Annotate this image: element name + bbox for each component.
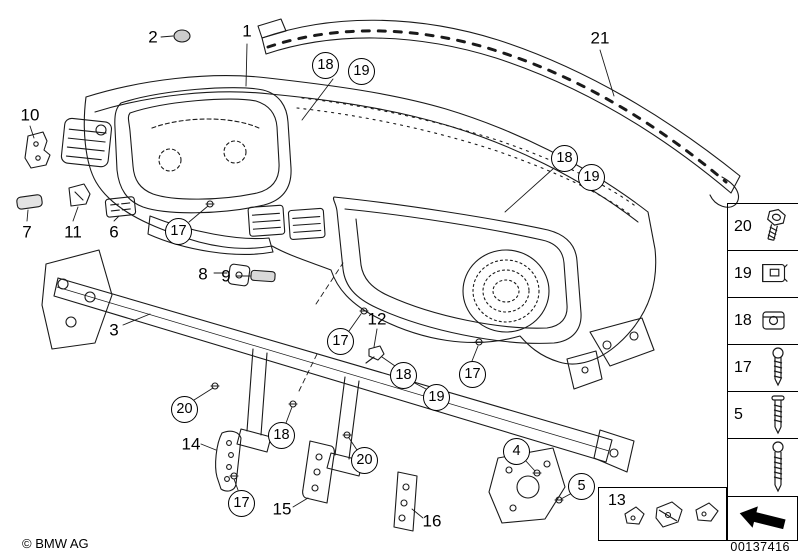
speaker-grille [462,249,550,333]
callout-12[interactable]: 12 [367,309,387,329]
part-trim-strip-21[interactable] [257,18,741,208]
bracket-inset-box[interactable]: 13 [598,487,727,541]
part-bracket-14[interactable] [215,430,242,492]
pan-head-screw-icon [771,395,785,435]
sheet-metal-clip-icon [761,263,788,283]
part-bracket-16[interactable] [393,471,418,532]
legend-row-screw[interactable] [728,438,798,496]
legend-label-18: 18 [734,312,752,329]
callout-balloon-17-b[interactable]: 17 [327,328,354,355]
part-strip-9[interactable] [250,269,276,283]
callout-13[interactable]: 13 [608,492,626,509]
callout-balloon-4[interactable]: 4 [503,438,530,465]
legend-row-18[interactable]: 18 [728,297,798,344]
legend-label-20: 20 [734,218,752,235]
callout-6[interactable]: 6 [109,222,119,242]
part-clip-12[interactable] [368,345,385,361]
callout-16[interactable]: 16 [422,511,442,531]
hex-bolt-icon [767,208,786,241]
callout-balloon-17-a[interactable]: 17 [165,218,192,245]
part-bracket-11[interactable] [68,183,91,207]
part-cap-2[interactable] [173,29,191,43]
tapping-screw-icon [772,347,784,387]
speed-nut-icon [762,311,785,330]
bracket-parts-icons [624,501,719,528]
callout-3[interactable]: 3 [109,320,119,340]
part-plate-8[interactable] [227,263,251,287]
leader-lines [26,35,615,519]
callout-balloon-20-a[interactable]: 20 [171,396,198,423]
fastener-legend: 20 19 [727,203,798,496]
document-number: 00137416 [730,540,790,554]
callout-balloon-19-a[interactable]: 19 [348,58,375,85]
callout-balloon-18-d[interactable]: 18 [268,422,295,449]
callout-8[interactable]: 8 [198,264,208,284]
callout-9[interactable]: 9 [221,266,231,286]
callout-14[interactable]: 14 [181,434,201,454]
small-parts[interactable] [16,29,566,532]
part-panel-6[interactable] [104,196,137,218]
center-vents [247,204,326,240]
callout-balloon-19-c[interactable]: 19 [423,384,450,411]
callout-balloon-17-c[interactable]: 17 [459,361,486,388]
copyright-text: © BMW AG [22,536,89,551]
callout-balloon-20-b[interactable]: 20 [351,447,378,474]
legend-row-20[interactable]: 20 [728,203,798,250]
callout-15[interactable]: 15 [272,499,292,519]
legend-label-5: 5 [734,406,743,423]
legend-row-19[interactable]: 19 [728,250,798,297]
callout-10[interactable]: 10 [20,105,40,125]
driver-side-vent [60,117,113,168]
direction-arrow-box [727,496,798,541]
callout-21[interactable]: 21 [590,28,610,48]
callout-11[interactable]: 11 [64,222,82,242]
callout-balloon-18-a[interactable]: 18 [312,52,339,79]
direction-arrow-icon [739,505,786,529]
legend-row-5[interactable]: 5 [728,391,798,438]
fastener-marks [205,200,564,504]
part-dashboard-1[interactable] [60,75,657,390]
part-bracket-10[interactable] [24,131,51,169]
callout-balloon-5[interactable]: 5 [568,473,595,500]
part-bracket-4[interactable] [488,447,566,524]
part-bracket-15[interactable] [302,440,335,504]
callout-2[interactable]: 2 [148,27,158,47]
legend-label-17: 17 [734,359,752,376]
legend-label-19: 19 [734,265,752,282]
part-trim-7[interactable] [16,194,43,210]
callout-1[interactable]: 1 [242,21,252,41]
callout-7[interactable]: 7 [22,222,32,242]
callout-balloon-18-c[interactable]: 18 [390,362,417,389]
callout-balloon-19-b[interactable]: 19 [578,164,605,191]
callout-balloon-17-d[interactable]: 17 [228,490,255,517]
callout-balloon-18-b[interactable]: 18 [551,145,578,172]
long-screw-icon [772,440,784,492]
legend-row-17[interactable]: 17 [728,344,798,391]
